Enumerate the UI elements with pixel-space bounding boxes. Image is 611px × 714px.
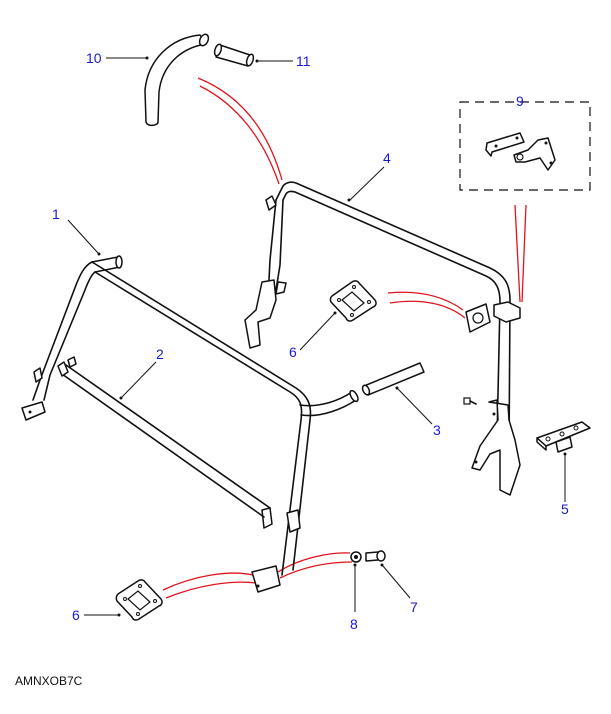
assembly-line-fastener xyxy=(277,552,351,573)
part-small-bolt xyxy=(463,397,477,405)
callout-6-upper[interactable]: 6 xyxy=(289,344,297,360)
front-hoop-flange xyxy=(465,303,491,333)
assembly-line-gasket-lower xyxy=(162,572,254,591)
callout-7[interactable]: 7 xyxy=(410,599,418,615)
part-mounting-bracket xyxy=(536,421,591,453)
part-gasket-lower xyxy=(115,579,163,621)
callout-11[interactable]: 11 xyxy=(296,53,311,69)
callout-8[interactable]: 8 xyxy=(350,616,358,632)
part-front-hoop xyxy=(244,181,521,496)
assembly-line-gasket-lower xyxy=(165,581,257,599)
assembly-line-gasket-upper xyxy=(389,300,466,319)
part-bracket-kit xyxy=(459,101,591,191)
callouts: 10 11 9 4 1 2 6 3 5 6 8 7 xyxy=(52,50,569,632)
part-straight-hose xyxy=(213,43,255,67)
callout-2[interactable]: 2 xyxy=(156,346,164,362)
callout-1[interactable]: 1 xyxy=(52,206,60,222)
kit-boundary xyxy=(459,101,591,191)
assembly-line-hose xyxy=(197,77,283,181)
callout-5[interactable]: 5 xyxy=(561,501,569,517)
callout-6-lower[interactable]: 6 xyxy=(72,607,80,623)
assembly-line-bracket-kit xyxy=(514,204,521,303)
part-washer xyxy=(350,551,362,563)
callout-9[interactable]: 9 xyxy=(516,93,524,109)
leader-lines xyxy=(67,56,567,617)
assembly-line-hose xyxy=(199,85,280,185)
assembly-line-bracket-kit xyxy=(521,204,527,303)
callout-4[interactable]: 4 xyxy=(383,150,391,166)
part-curved-hose xyxy=(144,33,210,127)
assembly-lines xyxy=(162,77,527,599)
part-bolt xyxy=(365,550,386,562)
part-cross-brace xyxy=(57,356,271,518)
part-rear-hoop xyxy=(21,255,312,593)
callout-3[interactable]: 3 xyxy=(433,422,441,438)
callout-10[interactable]: 10 xyxy=(86,50,102,66)
part-side-tube xyxy=(299,362,425,417)
part-gasket-upper xyxy=(329,280,377,322)
assembly-line-fastener xyxy=(279,561,353,579)
diagram-reference-code: AMNXOB7C xyxy=(15,674,83,688)
assembly-line-gasket-upper xyxy=(387,291,464,311)
